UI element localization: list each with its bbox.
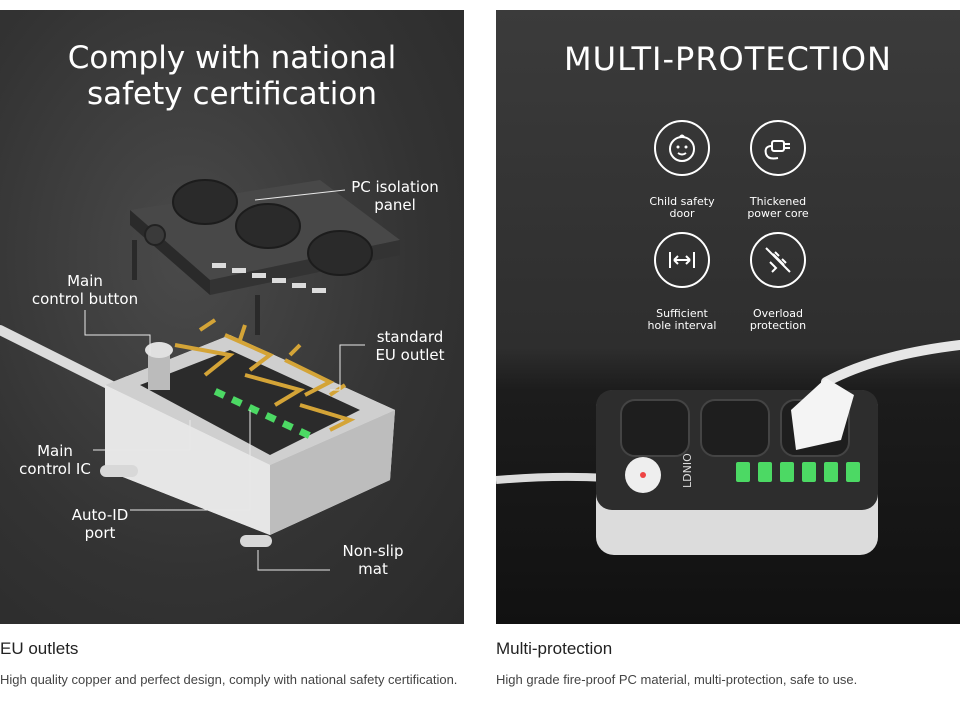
feature-label: Overload protection bbox=[749, 307, 807, 332]
feature-label: Thickened power core bbox=[747, 195, 809, 220]
no-plug-icon bbox=[750, 232, 806, 288]
product-card-multi-protection[interactable]: LDNIO MULTI-PROTECTION bbox=[496, 10, 960, 692]
card-description: High grade fire-proof PC material, multi… bbox=[496, 672, 858, 687]
callout-pc-isolation-panel: PC isolation panel bbox=[351, 178, 439, 214]
feature-child-safety: Child safety door bbox=[622, 108, 742, 220]
callout-main-control-button: Main control button bbox=[31, 272, 139, 308]
card-title[interactable]: Multi-protection bbox=[496, 639, 613, 658]
feature-label: Sufficient hole interval bbox=[647, 307, 717, 332]
exploded-diagram bbox=[0, 179, 400, 571]
callout-non-slip-mat: Non-slip mat bbox=[342, 542, 404, 578]
product-photo-image: LDNIO MULTI-PROTECTION bbox=[496, 10, 960, 624]
interval-arrows-icon bbox=[654, 232, 710, 288]
callout-main-control-ic: Main control IC bbox=[19, 442, 91, 478]
brand-logo: LDNIO bbox=[681, 453, 694, 488]
callout-standard-eu-outlet: standard EU outlet bbox=[375, 328, 445, 364]
image-headline: Comply with national safety certificatio… bbox=[67, 40, 397, 112]
feature-overload-protection: Overload protection bbox=[718, 220, 838, 332]
plug-cable-icon bbox=[750, 120, 806, 176]
product-card-eu-outlets[interactable]: Comply with national safety certificatio… bbox=[0, 10, 464, 692]
feature-sufficient-hole-interval: Sufficient hole interval bbox=[622, 220, 742, 332]
feature-thickened-power-core: Thickened power core bbox=[718, 108, 838, 220]
image-headline: MULTI-PROTECTION bbox=[564, 40, 892, 78]
callout-auto-id-port: Auto-ID port bbox=[71, 506, 129, 542]
card-description: High quality copper and perfect design, … bbox=[0, 672, 458, 687]
power-strip-photo: LDNIO bbox=[496, 340, 960, 555]
feature-label: Child safety door bbox=[649, 195, 715, 220]
baby-face-icon bbox=[654, 120, 710, 176]
card-title[interactable]: EU outlets bbox=[0, 639, 79, 658]
exploded-view-image: Comply with national safety certificatio… bbox=[0, 10, 464, 624]
